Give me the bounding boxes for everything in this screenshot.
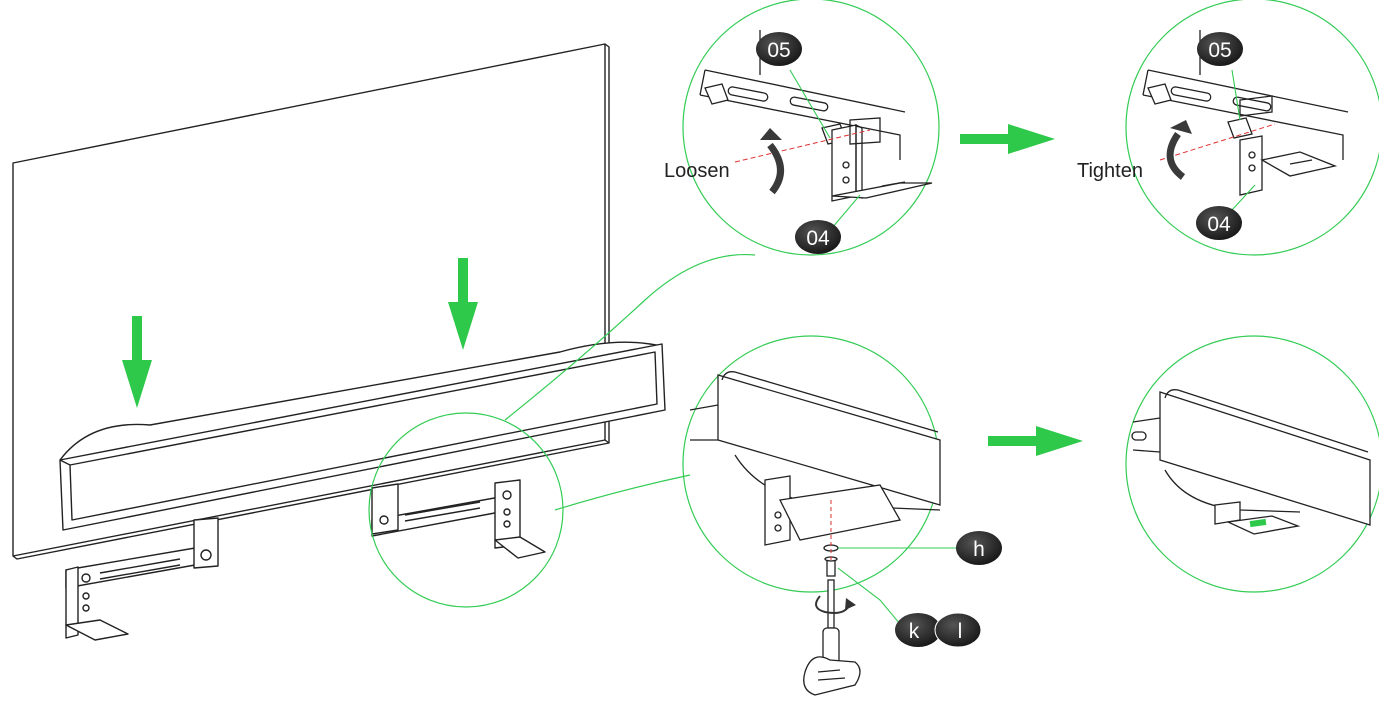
down-arrow-right-icon (448, 258, 478, 350)
tighten-label: Tighten (1077, 160, 1143, 182)
screw-rotate-arrowhead-icon (845, 598, 856, 610)
badge-label: l (958, 620, 963, 643)
tv-assembly (12, 43, 666, 641)
badge-l: l (934, 612, 982, 648)
leader-line (789, 69, 831, 139)
detail-result-drawing (1131, 389, 1371, 535)
detail-circle-tighten (1125, 0, 1379, 256)
detail-circle-result (1125, 335, 1379, 593)
badge-04-loosen: 04 (795, 220, 841, 254)
badge-label: 04 (806, 227, 830, 250)
leader-line (554, 474, 691, 511)
badge-05-tighten: 05 (1197, 32, 1243, 66)
badge-04-tighten: 04 (1196, 206, 1242, 240)
badge-label: 05 (767, 39, 790, 62)
tighten-rotate-arrow-icon (1166, 132, 1186, 180)
loosen-label: Loosen (664, 160, 730, 182)
right-arrow-top-icon (960, 124, 1055, 154)
rotation-axis-line (734, 129, 871, 163)
badge-label: 04 (1207, 213, 1231, 236)
screw-head-highlight (1249, 518, 1267, 528)
badge-05-loosen: 05 (756, 32, 802, 66)
leader-line (1231, 184, 1256, 211)
bracket-left (65, 517, 219, 641)
rotation-axis-line (1159, 123, 1276, 161)
detail-screw-drawing (689, 371, 941, 696)
detail-tighten-drawing (1142, 30, 1349, 196)
down-arrow-left-icon (122, 316, 152, 408)
badge-k: k (895, 613, 941, 647)
loosen-arrowhead-icon (760, 128, 782, 140)
tighten-arrowhead-icon (1170, 120, 1192, 134)
leader-line (831, 194, 861, 229)
leader-line-kl (837, 567, 906, 631)
callout-circle-bracket (368, 412, 564, 608)
badge-label: 05 (1208, 39, 1231, 62)
badge-label: k (909, 620, 920, 643)
detail-circle-loosen (682, 0, 940, 256)
bracket-right (371, 479, 546, 559)
loosen-rotate-arrow-icon (767, 142, 784, 195)
soundbar (59, 341, 666, 531)
badge-h: h (956, 531, 1002, 565)
right-arrow-bottom-icon (988, 426, 1083, 456)
detail-loosen-drawing (699, 30, 933, 202)
badge-label: h (973, 538, 985, 561)
leader-line (1231, 69, 1241, 121)
leader-line (504, 253, 756, 421)
